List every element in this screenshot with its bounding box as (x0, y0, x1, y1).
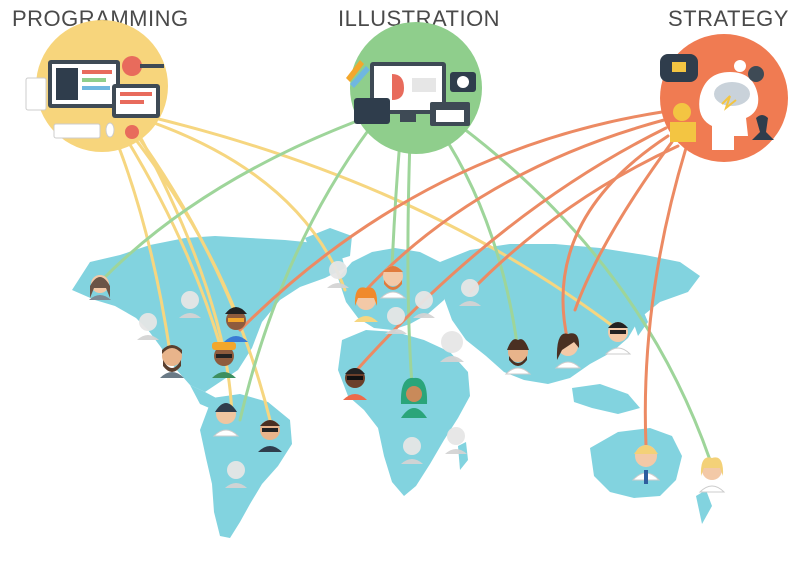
avatar (89, 275, 111, 300)
avatar (400, 377, 428, 418)
line-ill-4 (406, 138, 414, 387)
line-prog-6 (132, 114, 347, 292)
island-new-zealand (696, 490, 712, 524)
avatar (698, 457, 726, 493)
badge-strategy (660, 34, 788, 162)
island-madagascar (458, 442, 468, 470)
line-prog-5 (128, 116, 234, 422)
line-str-7 (468, 144, 680, 294)
illustration-tools-icon (346, 60, 476, 126)
continent-south-america (200, 394, 292, 538)
avatar (343, 368, 367, 400)
line-ill-5 (438, 128, 520, 352)
avatar (379, 266, 407, 299)
continent-australia (590, 428, 682, 498)
line-ill-3 (390, 138, 402, 270)
line-str-4 (561, 134, 670, 344)
connections-programming (108, 112, 620, 422)
avatar (604, 322, 632, 355)
avatar (212, 342, 236, 378)
line-prog-7 (136, 112, 620, 332)
avatar (212, 403, 240, 437)
avatar (354, 287, 378, 322)
line-ill-1 (98, 116, 367, 284)
programming-devices-icon (25, 56, 164, 139)
continent-africa (338, 330, 470, 496)
avatars (89, 261, 726, 493)
avatar (504, 339, 532, 375)
connections-illustration (98, 116, 712, 462)
island-japan (632, 308, 648, 336)
line-ill-2 (238, 126, 372, 422)
avatar (224, 307, 248, 342)
strategy-mind-icon (660, 54, 774, 150)
line-str-2 (364, 118, 666, 292)
avatar-inactive (137, 261, 481, 488)
islands-southeast-asia (572, 384, 640, 414)
line-str-1 (238, 110, 664, 332)
heading-strategy: STRATEGY (668, 6, 789, 31)
avatar (554, 333, 582, 369)
line-str-5 (573, 140, 674, 312)
badge-illustration (346, 22, 482, 154)
avatar (160, 345, 184, 378)
avatar (631, 445, 661, 484)
line-ill-6 (453, 120, 712, 462)
line-str-6 (643, 146, 688, 448)
avatar (258, 420, 282, 452)
line-prog-2 (116, 123, 224, 354)
badge-programming (25, 20, 168, 152)
